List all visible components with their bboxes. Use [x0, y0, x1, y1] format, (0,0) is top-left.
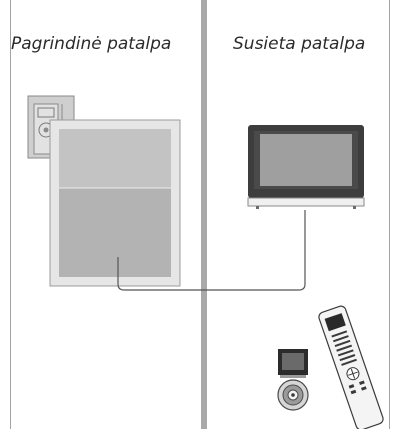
small-display-icon [278, 349, 308, 378]
linked-room-label: Susieta patalpa [233, 34, 366, 54]
linked-room-tv-icon [247, 125, 365, 209]
main-room-label: Pagrindinė patalpa [11, 34, 172, 54]
main-room-tv-icon [49, 119, 181, 287]
remote-control-icon [318, 305, 384, 429]
dial-controller-icon [277, 379, 309, 411]
link-cable [117, 210, 306, 291]
room-divider [201, 0, 207, 429]
